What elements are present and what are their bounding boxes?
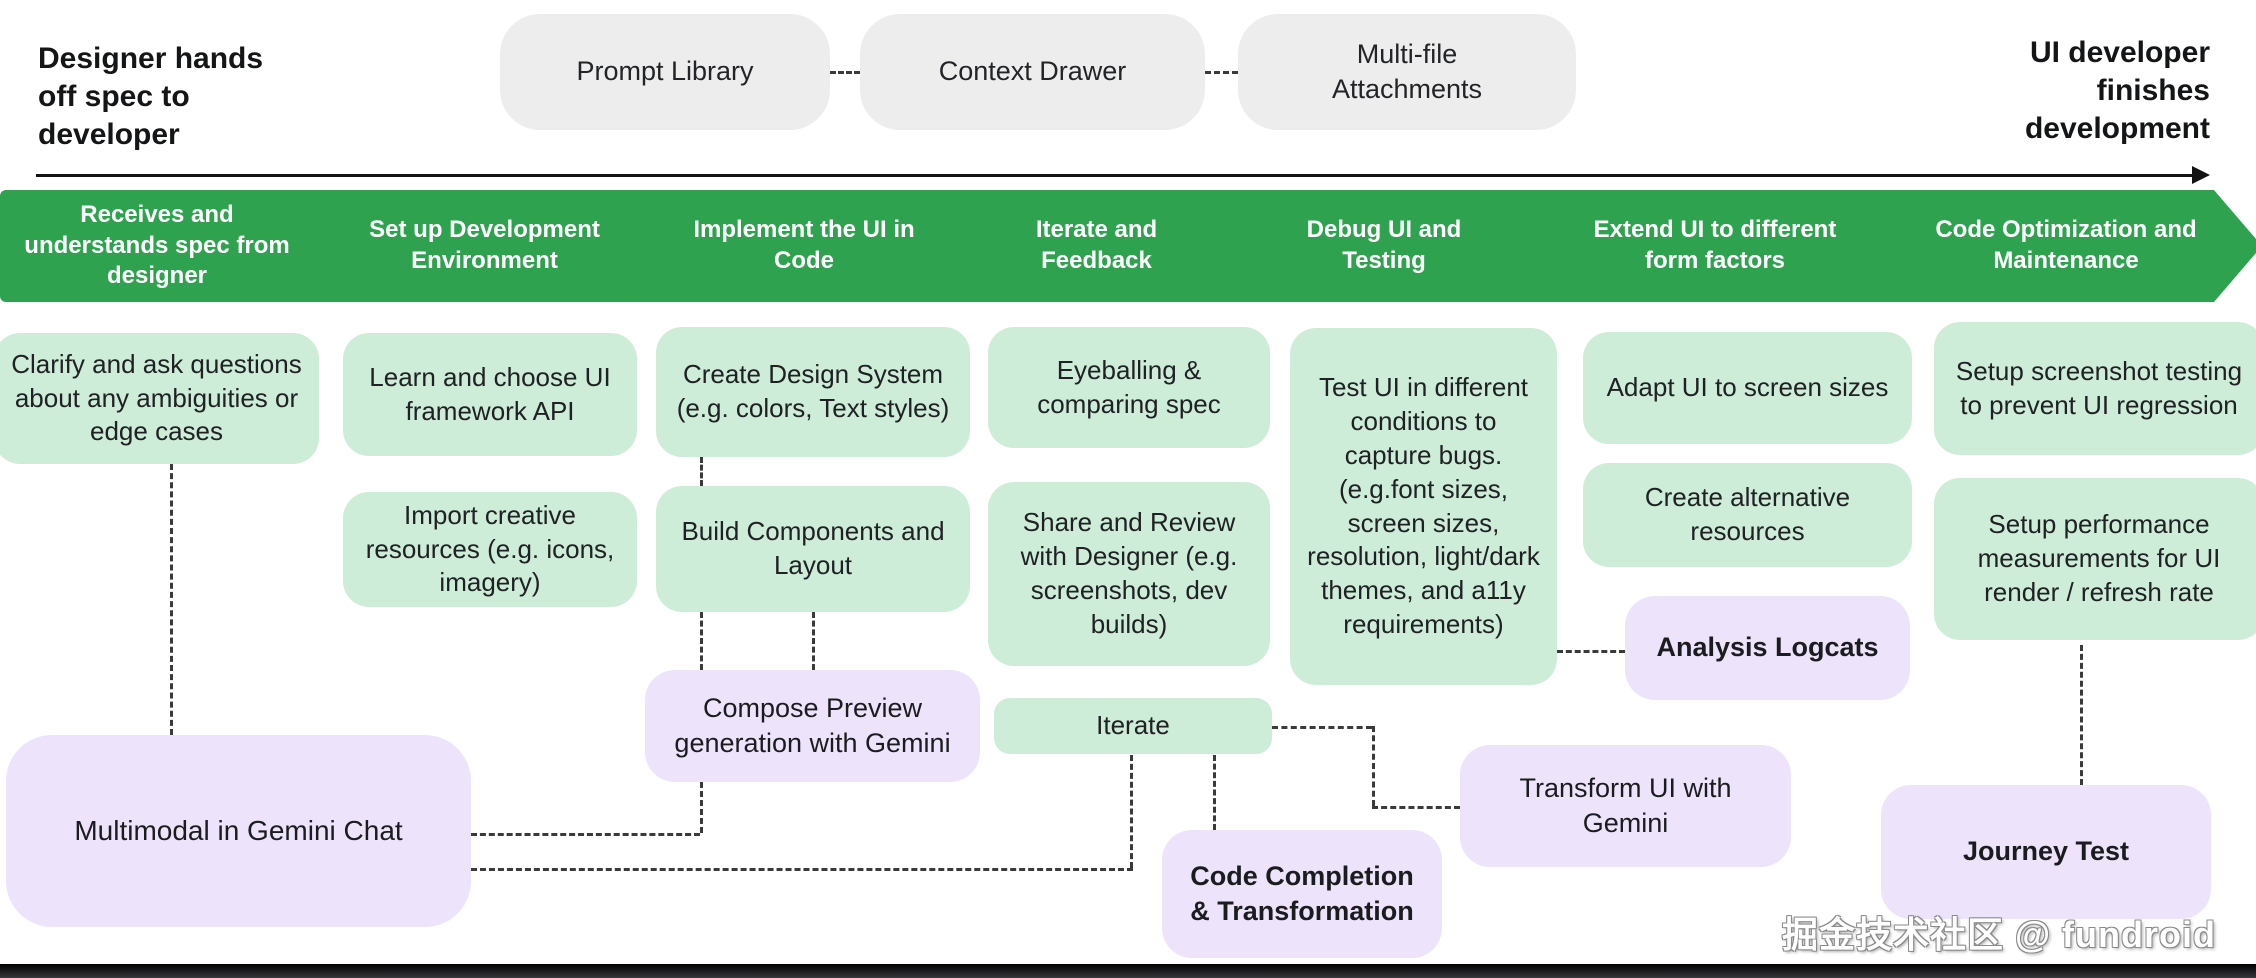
feature-pill-context-drawer: Context Drawer: [860, 14, 1205, 130]
task-box-share-review: Share and Review with Designer (e.g. scr…: [988, 482, 1270, 666]
timeline-arrowhead: [2192, 166, 2210, 184]
task-label: Import creative resources (e.g. icons, i…: [365, 499, 615, 598]
connector-build-to-compose-right: [812, 612, 815, 670]
gemini-label: Multimodal in Gemini Chat: [74, 814, 403, 846]
task-label: Create Design System (e.g. colors, Text …: [676, 359, 950, 423]
gemini-box-transform-ui: Transform UI with Gemini: [1460, 745, 1791, 867]
stage-label: Set up Development Environment: [369, 216, 600, 274]
timeline-arrow-line: [36, 174, 2196, 177]
task-box-iterate: Iterate: [994, 698, 1272, 754]
task-label: Build Components and Layout: [681, 516, 945, 580]
stage-label: Implement the UI in Code: [693, 216, 915, 274]
connector-iterate-right: [1272, 726, 1372, 729]
feature-pill-label: Prompt Library: [576, 56, 754, 87]
stage-label: Code Optimization and Maintenance: [1935, 216, 2197, 274]
task-label: Adapt UI to screen sizes: [1606, 372, 1889, 403]
stage-label: Iterate and Feedback: [1035, 216, 1158, 274]
connector-test-to-logcats: [1557, 650, 1625, 653]
stage-chevron-iterate-feedback: Iterate and Feedback: [929, 190, 1254, 302]
task-label: Test UI in different conditions to captu…: [1307, 372, 1540, 639]
connector-iterate-to-code-completion: [1213, 755, 1216, 830]
gemini-label: Transform UI with Gemini: [1519, 772, 1732, 838]
gemini-box-compose-preview: Compose Preview generation with Gemini: [645, 670, 980, 782]
feature-pill-label: Multi-file Attachments: [1331, 38, 1483, 104]
gemini-label: Analysis Logcats: [1656, 632, 1879, 663]
stage-label: Extend UI to different form factors: [1593, 216, 1837, 274]
task-box-eyeballing-spec: Eyeballing & comparing spec: [988, 327, 1270, 448]
gemini-box-multimodal-chat: Multimodal in Gemini Chat: [6, 735, 471, 927]
task-label: Learn and choose UI framework API: [369, 361, 611, 426]
stage-label: Receives and understands spec from desig…: [24, 200, 290, 290]
task-box-import-resources: Import creative resources (e.g. icons, i…: [343, 492, 637, 607]
gemini-box-code-completion: Code Completion & Transformation: [1162, 830, 1442, 958]
connector-design-to-build: [700, 457, 703, 486]
gemini-box-analysis-logcats: Analysis Logcats: [1625, 596, 1910, 700]
watermark: 掘金技术社区 @ fundroid: [1781, 914, 2216, 955]
stage-chevron-implement-ui: Implement the UI in Code: [613, 190, 985, 302]
stage-chevron-receives-spec: Receives and understands spec from desig…: [0, 190, 346, 302]
task-box-test-ui-conditions: Test UI in different conditions to captu…: [1290, 328, 1557, 685]
connector-iterate-elbow-down: [1372, 726, 1375, 806]
task-label: Eyeballing & comparing spec: [1037, 354, 1221, 419]
task-label: Create alternative resources: [1644, 482, 1851, 546]
feature-pill-prompt-library: Prompt Library: [500, 14, 830, 130]
stage-label: Debug UI and Testing: [1306, 216, 1462, 274]
task-label: Setup performance measurements for UI re…: [1977, 509, 2221, 607]
task-box-screenshot-testing: Setup screenshot testing to prevent UI r…: [1934, 322, 2256, 455]
stage-chevron-debug-testing: Debug UI and Testing: [1198, 190, 1560, 302]
task-box-create-alternative-resources: Create alternative resources: [1583, 463, 1912, 567]
task-box-performance-measurements: Setup performance measurements for UI re…: [1934, 478, 2256, 640]
feature-pill-label: Context Drawer: [938, 56, 1127, 87]
task-box-adapt-screen-sizes: Adapt UI to screen sizes: [1583, 332, 1912, 444]
connector-iterate-down-left: [1130, 755, 1133, 868]
connector-clarify-to-multimodal: [170, 464, 173, 735]
feature-pill-multi-file-attachments: Multi-file Attachments: [1238, 14, 1576, 130]
task-box-create-design-system: Create Design System (e.g. colors, Text …: [656, 327, 970, 457]
bottom-bar: [0, 964, 2256, 978]
stage-chevron-extend-form-factors: Extend UI to different form factors: [1504, 190, 1916, 302]
header-note-ui-developer: UI developer finishes development: [2024, 36, 2210, 146]
connector-build-to-compose-left: [700, 612, 703, 670]
task-box-build-components: Build Components and Layout: [656, 486, 970, 612]
gemini-label: Compose Preview generation with Gemini: [674, 692, 951, 758]
gemini-label: Journey Test: [1962, 836, 2130, 867]
task-label: Iterate: [1096, 710, 1170, 741]
gemini-box-journey-test: Journey Test: [1881, 785, 2211, 919]
task-label: Clarify and ask questions about any ambi…: [11, 348, 302, 447]
stage-chevron-setup-environment: Set up Development Environment: [290, 190, 669, 302]
connector-compose-down: [700, 782, 703, 833]
task-box-learn-framework: Learn and choose UI framework API: [343, 333, 637, 456]
connector-multimodal-to-compose: [471, 833, 700, 836]
task-label: Share and Review with Designer (e.g. scr…: [1020, 507, 1238, 639]
connector-pill-2-3: [1205, 71, 1238, 74]
connector-multimodal-to-iterate: [471, 868, 1133, 871]
stage-chevron-code-optimization: Code Optimization and Maintenance: [1860, 190, 2256, 302]
connector-pill-1-2: [830, 71, 860, 74]
task-label: Setup screenshot testing to prevent UI r…: [1955, 355, 2243, 420]
connector-performance-to-journey: [2080, 645, 2083, 785]
connector-to-transform-ui: [1372, 806, 1460, 809]
task-box-clarify-questions: Clarify and ask questions about any ambi…: [0, 333, 319, 464]
gemini-label: Code Completion & Transformation: [1190, 860, 1414, 926]
header-note-designer: Designer hands off spec to developer: [38, 42, 264, 152]
